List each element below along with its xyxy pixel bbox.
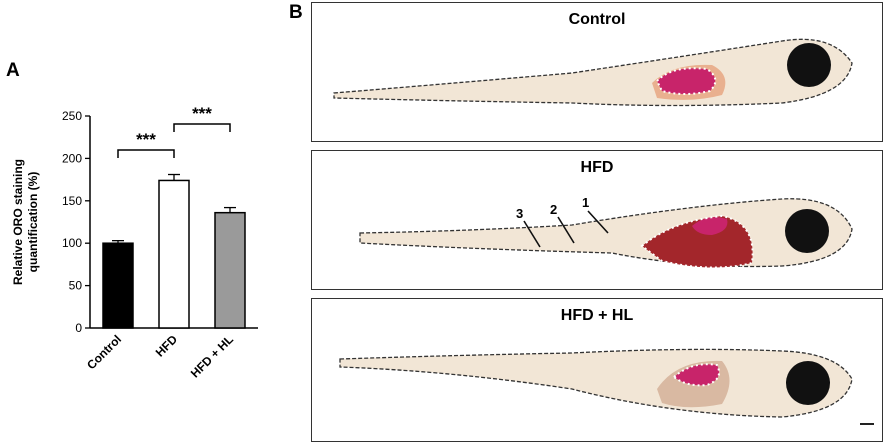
arrow-2 bbox=[557, 216, 575, 244]
bar-2 bbox=[214, 211, 246, 329]
arrow-3 bbox=[523, 220, 541, 248]
y-axis-label: Relative ORO stainingquantification (%) bbox=[11, 159, 40, 285]
panel-b-label: B bbox=[289, 2, 303, 23]
arrow-label-2: 2 bbox=[550, 202, 557, 217]
bar-1 bbox=[158, 179, 190, 329]
photo-title-hfd-hl: HFD + HL bbox=[560, 307, 634, 324]
photo-title-hfd: HFD bbox=[580, 159, 614, 176]
photo-panel-hfd-hl: HFD + HL bbox=[311, 298, 883, 442]
significance-label-0: *** bbox=[136, 130, 156, 149]
bar-0 bbox=[102, 242, 134, 329]
significance-bracket-0 bbox=[117, 149, 175, 158]
liver-outline bbox=[672, 363, 720, 387]
arrow-1 bbox=[587, 210, 609, 234]
significance-label-1: *** bbox=[192, 104, 212, 123]
larva-body bbox=[339, 348, 853, 418]
yolk-outline bbox=[640, 214, 754, 269]
larva-body bbox=[359, 198, 853, 268]
y-tick-label-50: 50 bbox=[69, 279, 83, 293]
y-tick-label-0: 0 bbox=[75, 321, 82, 335]
eye bbox=[785, 209, 829, 253]
liver-lipid-region bbox=[657, 68, 716, 94]
panel-a-label: A bbox=[6, 60, 20, 81]
larva-image-hfd: 1 2 3 bbox=[359, 195, 853, 269]
scale-bar bbox=[860, 423, 874, 425]
arrow-label-3: 3 bbox=[516, 206, 523, 221]
eye bbox=[787, 43, 831, 87]
significance-bracket-1 bbox=[173, 123, 231, 132]
photo-panel-control: Control bbox=[311, 2, 883, 142]
larva-image-control bbox=[333, 38, 853, 107]
y-axis-label-line-2: quantification (%) bbox=[26, 172, 40, 273]
y-tick-label-250: 250 bbox=[62, 109, 82, 123]
liver-lipid-region bbox=[674, 364, 720, 386]
x-tick-label-0: Control bbox=[84, 332, 124, 372]
photo-panel-hfd: HFD 1 2 3 bbox=[311, 150, 883, 290]
y-tick-label-150: 150 bbox=[62, 194, 82, 208]
y-axis-label-line-1: Relative ORO staining bbox=[11, 159, 25, 285]
larva-image-hfd-hl bbox=[339, 348, 853, 418]
x-tick-label-2: HFD + HL bbox=[188, 332, 236, 380]
eye bbox=[786, 361, 830, 405]
photo-title-control: Control bbox=[568, 11, 626, 28]
liver-lipid-region bbox=[692, 217, 728, 235]
larva-body bbox=[333, 38, 853, 107]
y-tick-label-100: 100 bbox=[62, 236, 82, 250]
arrow-label-1: 1 bbox=[582, 195, 589, 210]
x-tick-label-1: HFD bbox=[153, 332, 181, 360]
yolk-lipid-region bbox=[642, 216, 753, 268]
y-tick-label-200: 200 bbox=[62, 151, 82, 165]
